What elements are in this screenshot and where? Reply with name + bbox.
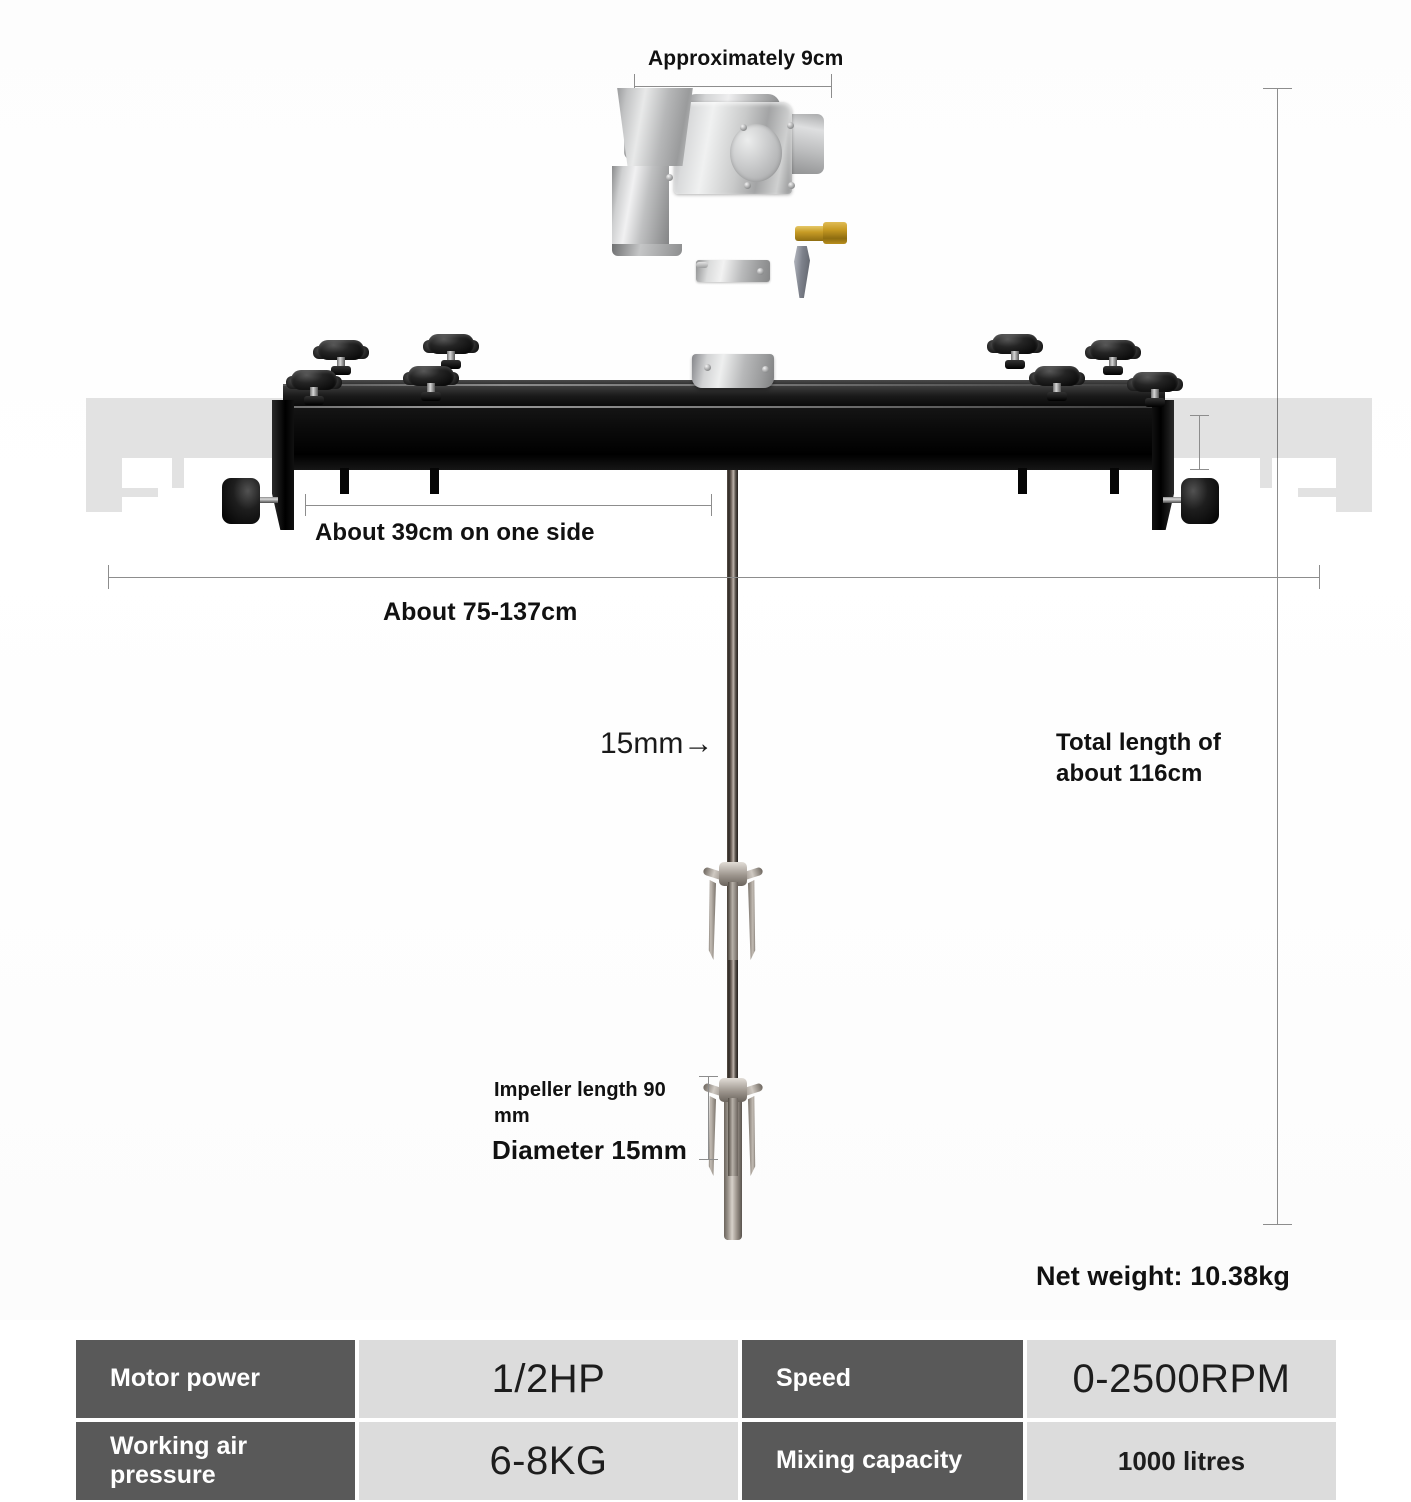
tick-total-width-left: [108, 565, 109, 589]
mixing-shaft: [727, 410, 738, 1240]
motor-screw: [787, 122, 794, 129]
throttle-lever[interactable]: [794, 246, 810, 298]
clamp-knob[interactable]: [987, 334, 1043, 369]
impeller-blade-center: [728, 1098, 738, 1176]
motor-screw: [744, 182, 751, 189]
impeller-blade-left: [708, 880, 716, 960]
table-spacer: [0, 1320, 1411, 1338]
motor-mid-body: [617, 88, 693, 166]
impeller-blade-right: [748, 880, 756, 960]
label-impeller-length-line1: Impeller length 90: [494, 1079, 666, 1101]
tick-total-length-top: [1263, 88, 1292, 89]
clamp-knob[interactable]: [423, 334, 479, 369]
motor-mount-flange: [692, 354, 774, 388]
brass-nut: [823, 222, 847, 244]
spec-value-working-air-pressure-text: 6-8KG: [489, 1438, 608, 1483]
motor-screw: [757, 268, 764, 275]
clamp-knob[interactable]: [313, 340, 369, 375]
impeller-blade-right: [748, 1096, 756, 1176]
clamp-knob[interactable]: [1029, 366, 1085, 401]
line2: pressure: [110, 1461, 216, 1489]
label-total-width: About 75-137cm: [383, 598, 578, 626]
clamp-knob[interactable]: [1085, 340, 1141, 375]
spec-value-working-air-pressure: 6-8KG: [357, 1420, 740, 1502]
label-motor-width: Approximately 9cm: [648, 47, 844, 70]
label-one-side: About 39cm on one side: [315, 519, 595, 546]
spec-value-motor-power-text: 1/2HP: [491, 1356, 606, 1401]
tick-one-side-left: [305, 494, 306, 516]
motor-collar: [696, 260, 770, 282]
tick-one-side-right: [711, 494, 712, 516]
motor-screw: [788, 182, 795, 189]
line1: Working air: [110, 1431, 248, 1460]
motor-pin: [696, 262, 708, 268]
label-impeller-length-line2: mm: [494, 1105, 530, 1127]
tick-motor-width-left: [634, 74, 635, 98]
spec-key-working-air-pressure: Working air pressure: [74, 1420, 357, 1502]
motor-screw: [666, 174, 673, 181]
spec-value-motor-power: 1/2HP: [357, 1338, 740, 1420]
label-impeller-diameter: Diameter 15mm: [492, 1135, 687, 1165]
spec-table: Motor power 1/2HP Speed 0-2500RPM Workin…: [74, 1338, 1338, 1502]
clamp-knob[interactable]: [403, 366, 459, 401]
tick-impeller-top: [699, 1076, 718, 1077]
spec-key-working-air-pressure-text: Working air pressure: [110, 1432, 247, 1491]
impeller-blade-center: [728, 882, 738, 960]
spec-key-mixing-capacity: Mixing capacity: [740, 1420, 1025, 1502]
label-shaft-diameter: 15mm→: [600, 727, 714, 760]
bracket-front-face: [276, 408, 1172, 470]
bracket-tab: [1110, 468, 1119, 494]
bracket-tab: [340, 468, 349, 494]
tick-bracket-height-top: [1190, 415, 1209, 416]
side-clamp-knob-right[interactable]: [1163, 478, 1219, 524]
dimline-motor-width: [634, 86, 832, 87]
tick-total-width-right: [1319, 565, 1320, 589]
tick-total-length-bottom: [1263, 1224, 1292, 1225]
motor-screw: [740, 124, 747, 131]
label-net-weight: Net weight: 10.38kg: [1036, 1261, 1290, 1291]
tick-bracket-height-bottom: [1190, 469, 1209, 470]
dimline-total-length: [1277, 88, 1278, 1225]
ghost-bracket-left: [86, 384, 336, 534]
tick-impeller-bottom: [699, 1159, 718, 1160]
dimline-total-width: [108, 577, 1320, 578]
tick-motor-width-right: [831, 74, 832, 98]
brass-air-fitting: [795, 222, 847, 244]
spec-value-mixing-capacity: 1000 litres: [1025, 1420, 1338, 1502]
dimline-one-side: [305, 505, 712, 506]
bracket-tab: [430, 468, 439, 494]
pneumatic-motor: [612, 88, 852, 428]
motor-lower-cylinder: [612, 166, 669, 244]
spec-value-speed-text: 0-2500RPM: [1072, 1356, 1291, 1401]
side-clamp-knob-left[interactable]: [222, 478, 278, 524]
impeller-upper: [702, 862, 764, 972]
spec-value-speed: 0-2500RPM: [1025, 1338, 1338, 1420]
bracket-top-plate: [283, 386, 1165, 408]
brass-barrel: [795, 226, 827, 241]
motor-screw: [762, 366, 769, 373]
dimline-bracket-height: [1199, 415, 1200, 470]
motor-flange-lip: [612, 244, 682, 256]
clamp-bracket: [0, 0, 1411, 560]
motor-screw: [704, 364, 711, 371]
spec-key-motor-power: Motor power: [74, 1338, 357, 1420]
spec-key-speed: Speed: [740, 1338, 1025, 1420]
clamp-knob[interactable]: [1127, 372, 1183, 407]
label-total-length-line2: about 116cm: [1056, 760, 1203, 787]
label-total-length-line1: Total length of: [1056, 729, 1222, 756]
product-photo-area: Approximately 9cm Total length of about …: [0, 0, 1411, 1320]
motor-cover-plate: [730, 124, 782, 182]
dimline-impeller-length: [708, 1076, 709, 1160]
spec-value-mixing-capacity-text: 1000 litres: [1117, 1445, 1246, 1476]
bracket-tab: [1018, 468, 1027, 494]
clamp-knob[interactable]: [286, 370, 342, 405]
impeller-blade-left: [708, 1096, 716, 1176]
impeller-lower: [702, 1078, 764, 1188]
